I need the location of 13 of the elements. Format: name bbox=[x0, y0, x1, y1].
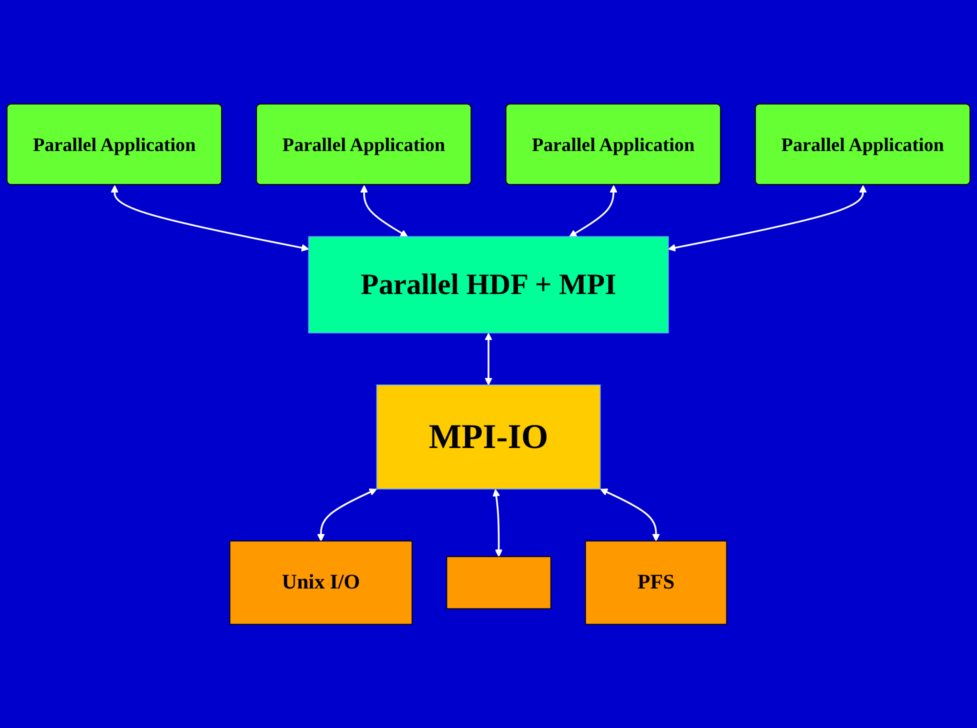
node-box: Unix I/O bbox=[229, 540, 412, 625]
node-box: PFS bbox=[585, 540, 727, 625]
node-box: Parallel HDF + MPI bbox=[308, 236, 669, 334]
arrow bbox=[492, 488, 503, 557]
arrow bbox=[484, 332, 492, 386]
node-box: MPI-IO bbox=[376, 384, 601, 490]
arrow bbox=[110, 184, 309, 252]
arrow bbox=[360, 184, 408, 237]
arrow bbox=[600, 488, 660, 542]
arrow bbox=[317, 488, 377, 542]
arrow bbox=[668, 184, 867, 252]
node-box bbox=[446, 556, 552, 609]
arrow bbox=[569, 184, 618, 237]
